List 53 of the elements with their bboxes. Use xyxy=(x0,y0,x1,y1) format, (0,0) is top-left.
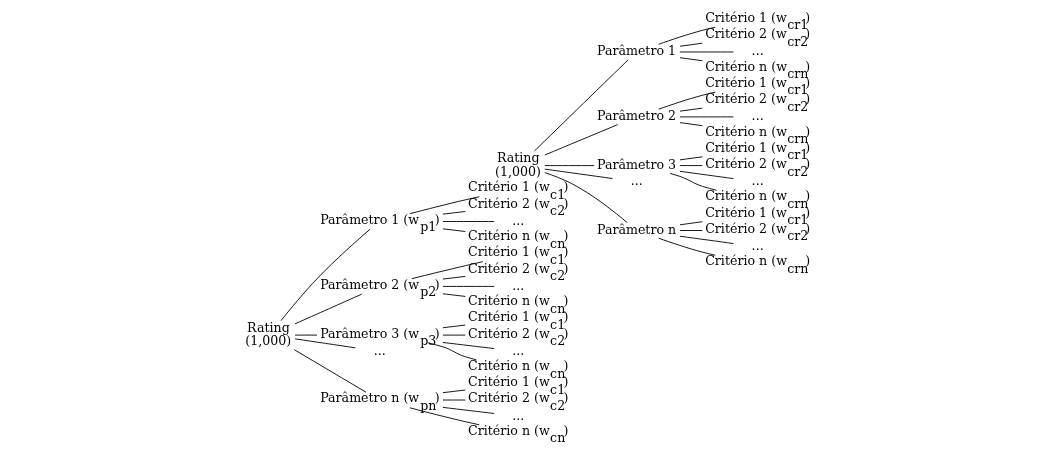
connector xyxy=(679,156,703,161)
connector xyxy=(533,59,629,152)
connector xyxy=(679,221,703,226)
connector xyxy=(679,165,703,167)
node-text: ... xyxy=(751,173,764,189)
connector xyxy=(442,275,466,280)
connector xyxy=(657,91,716,110)
connector xyxy=(679,57,703,62)
connector xyxy=(408,196,480,215)
node-text: ... xyxy=(511,277,524,293)
connector xyxy=(679,230,703,231)
connector xyxy=(679,235,734,244)
connector xyxy=(679,122,703,127)
node-text: Parâmetro 2 xyxy=(596,108,676,124)
connector xyxy=(426,342,477,361)
connector xyxy=(280,228,371,322)
connector xyxy=(442,406,495,414)
node-text: ... xyxy=(511,212,524,228)
node-text: Parâmetro n xyxy=(596,221,676,237)
connector xyxy=(543,168,613,179)
connector xyxy=(543,172,628,224)
connector xyxy=(442,228,466,232)
connector xyxy=(657,237,716,256)
connector xyxy=(442,342,495,349)
node-text: ... xyxy=(751,43,764,59)
node-text: Parâmetro 1 xyxy=(596,43,676,59)
connector xyxy=(657,26,716,45)
connector xyxy=(442,389,466,394)
node-text: ... xyxy=(751,238,764,254)
connector xyxy=(543,165,595,167)
node-text: ... xyxy=(630,173,643,189)
connector xyxy=(442,221,495,222)
connector xyxy=(543,124,618,156)
connector xyxy=(410,261,483,280)
node-text: ... xyxy=(373,342,386,358)
connector xyxy=(294,293,362,325)
connector xyxy=(442,324,466,329)
connector xyxy=(442,211,466,215)
connector xyxy=(679,42,703,47)
node-text: ... xyxy=(511,342,524,358)
node-text: ... xyxy=(751,108,764,124)
connector xyxy=(408,407,480,426)
connector xyxy=(679,107,703,112)
connector xyxy=(442,293,466,297)
node-text: Parâmetro 3 xyxy=(596,156,676,172)
connector xyxy=(442,285,495,287)
node-text: Rating (1,000) xyxy=(244,319,291,349)
node-text: Rating (1,000) xyxy=(494,150,541,179)
connector xyxy=(294,338,356,349)
connector xyxy=(293,349,366,393)
connector xyxy=(669,172,717,191)
connector xyxy=(679,170,734,180)
node-text: ... xyxy=(511,407,524,423)
